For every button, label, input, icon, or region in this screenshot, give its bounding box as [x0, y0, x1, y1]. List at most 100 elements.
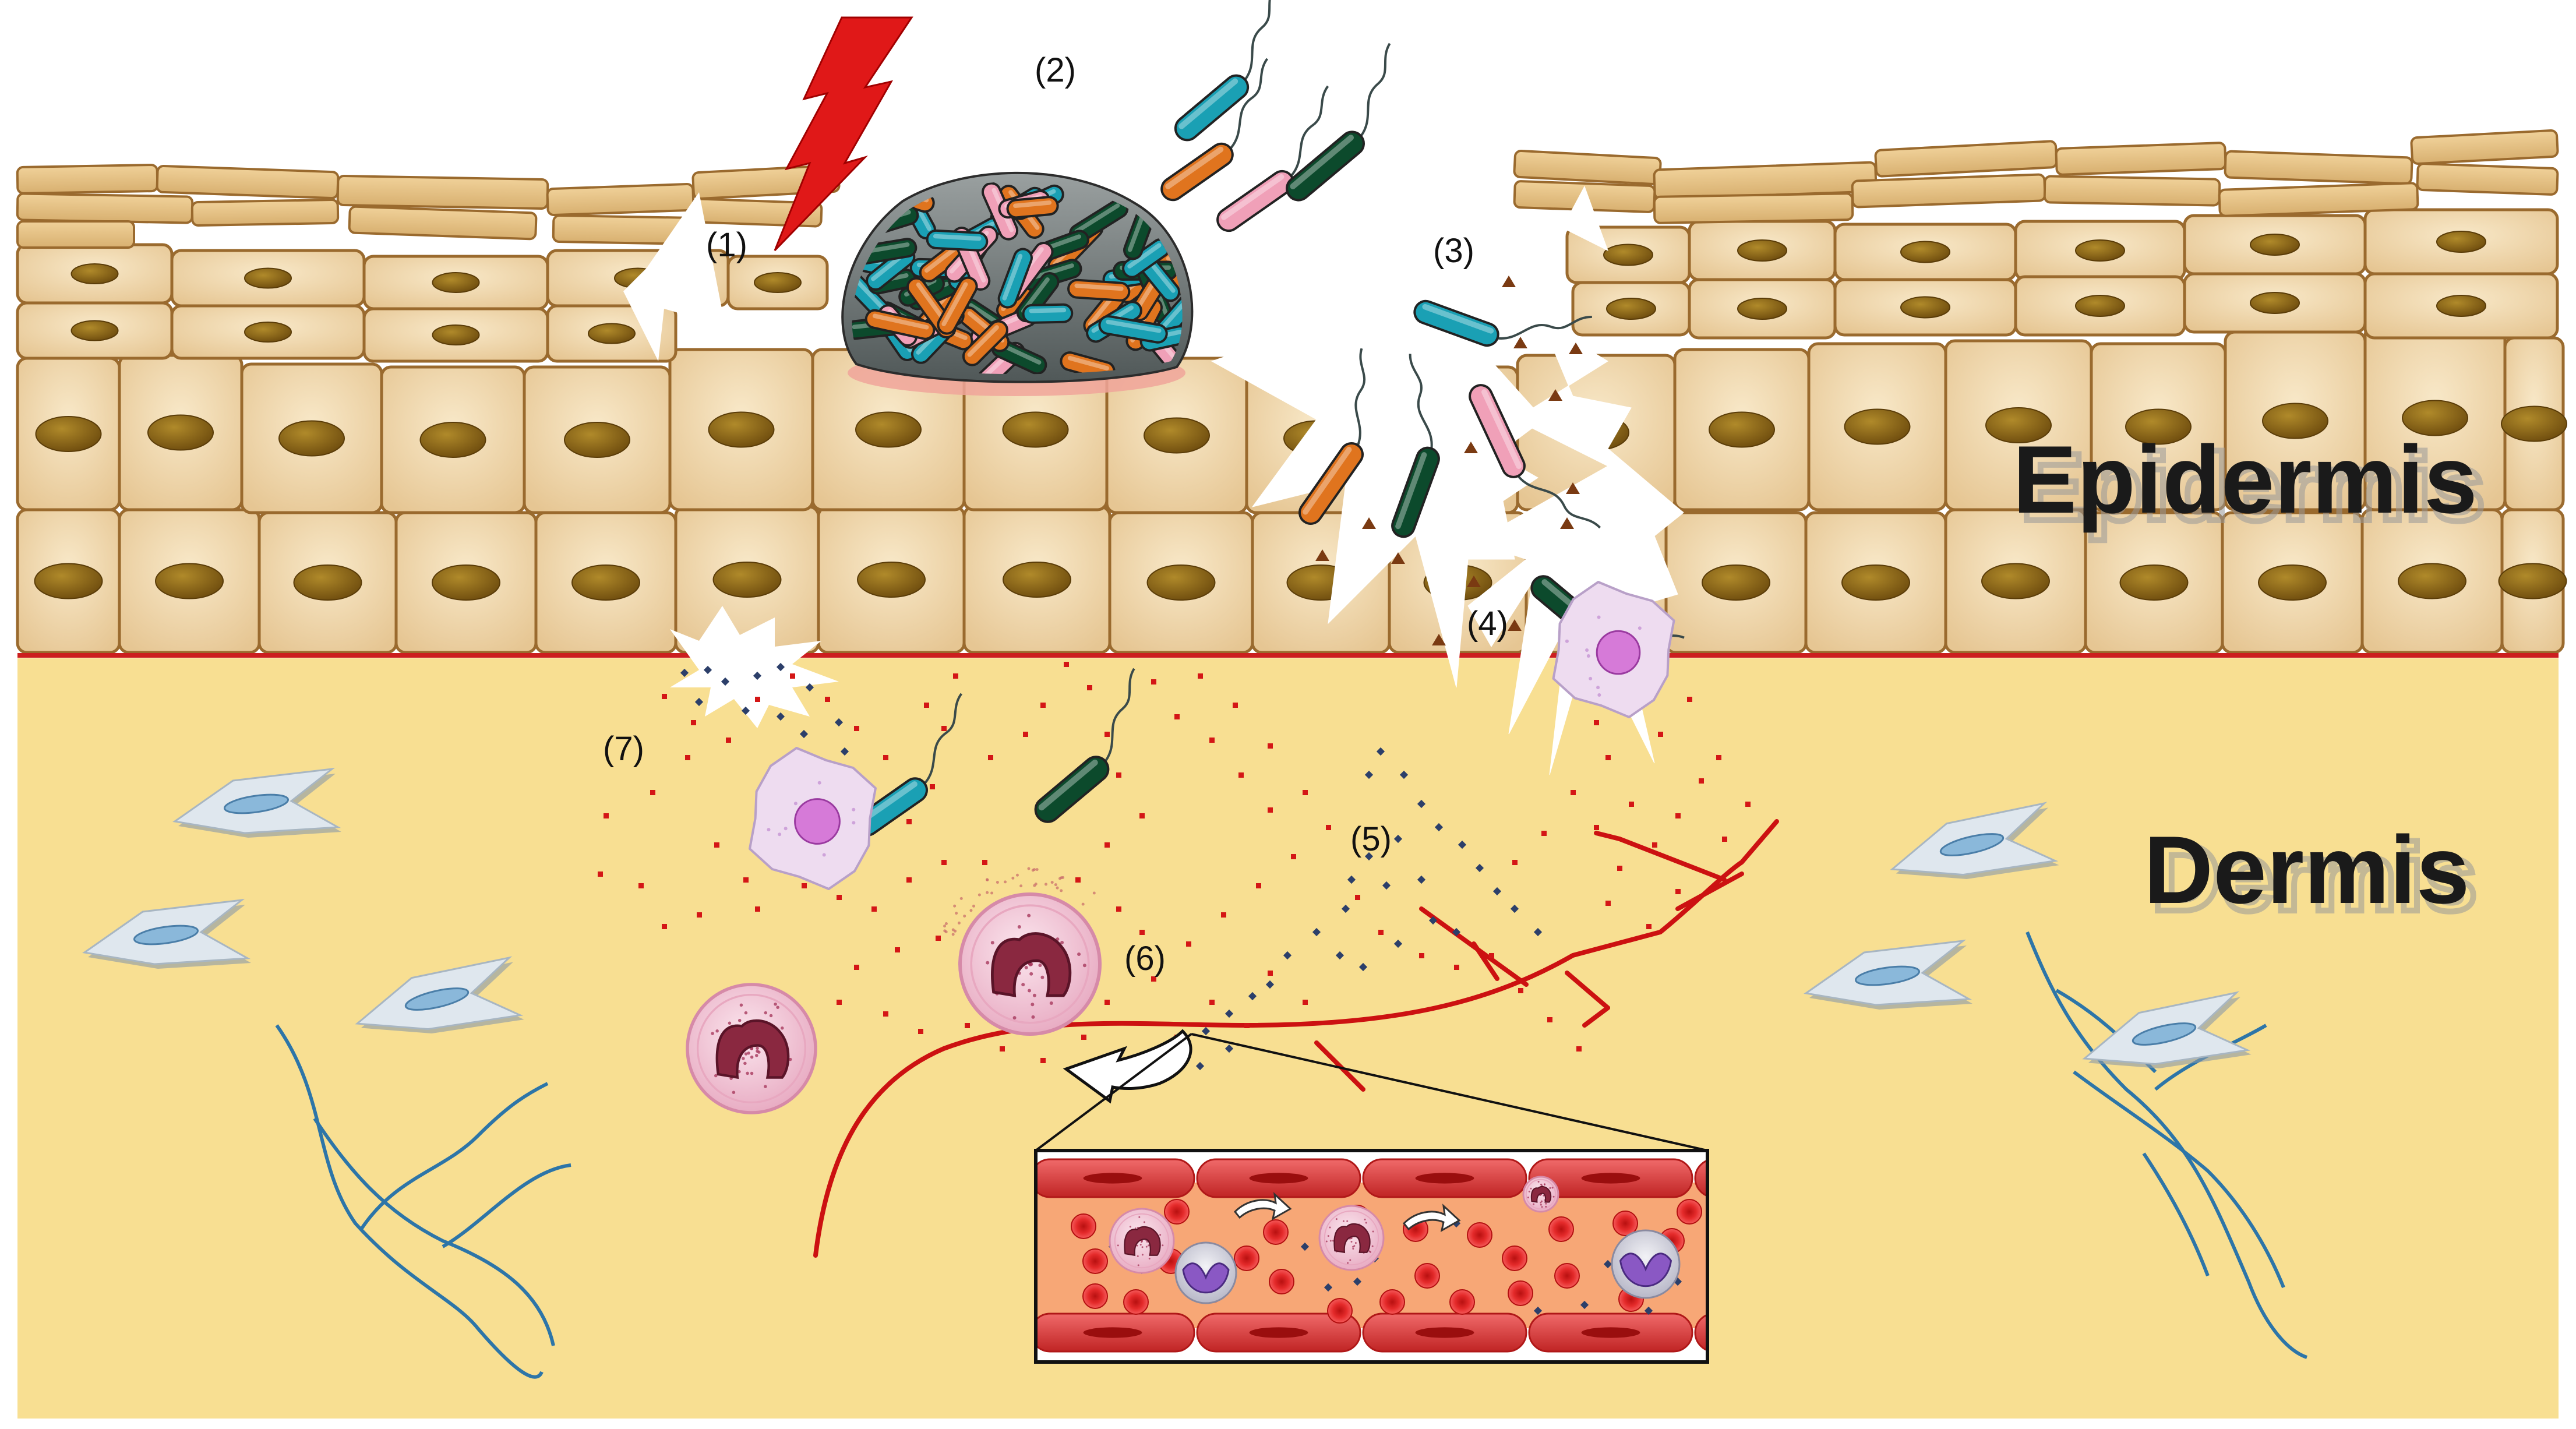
nucleus [2436, 231, 2486, 253]
degranulation-speck [1033, 884, 1036, 887]
chemokine-red-dot [1104, 842, 1110, 848]
degranulation-speck [1081, 902, 1085, 906]
nucleus [419, 422, 486, 458]
endothelial-nucleus [1083, 1173, 1142, 1184]
bacterium-icon [1298, 348, 1366, 525]
biofilm-bacterium [1098, 315, 1168, 344]
chemokine-red-dot [1040, 1058, 1046, 1063]
chemokine-dark-dot [694, 697, 704, 707]
nucleus [293, 564, 362, 601]
neutrophil-icon [1109, 1208, 1175, 1274]
nucleus [244, 267, 292, 289]
chemokine-red-dot [1291, 854, 1296, 859]
endothelial-cell [1196, 1158, 1361, 1198]
nucleus [2436, 295, 2486, 317]
endothelial-nucleus [1415, 1327, 1474, 1338]
chemokine-red-dot [1268, 971, 1273, 976]
cornified-cell [2055, 142, 2227, 176]
nucleus [70, 320, 119, 341]
chemokine-dark-dot [799, 729, 809, 739]
keratinocyte [16, 508, 121, 654]
chemokine-red-dot [1116, 772, 1121, 778]
monocyte-nucleus [1619, 1252, 1672, 1287]
fibroblast-icon [82, 898, 251, 969]
degranulation-speck [955, 912, 958, 915]
keratinocyte [1571, 281, 1691, 337]
dermis-label-shadow: Dermis [2151, 824, 2477, 931]
chemokine-red-dot [1023, 732, 1028, 737]
neutrophil-nucleus [991, 932, 1072, 997]
keratinocyte [534, 511, 677, 654]
chemokine-red-dot [1571, 790, 1576, 795]
nucleus [244, 322, 292, 343]
nucleus [1737, 298, 1787, 320]
nucleus [432, 324, 480, 345]
chemokine-red-dot [1454, 965, 1459, 970]
chemokine-red-dot [1064, 662, 1069, 667]
nucleus [1709, 411, 1775, 448]
degranulation-speck [1050, 881, 1054, 884]
keratinocyte [1807, 342, 1947, 511]
chemokine-red-dot [1268, 743, 1273, 749]
toxin-triangle [1502, 276, 1516, 287]
lightning-injury-icon [774, 16, 913, 252]
chemokine-dark-dot [834, 718, 844, 727]
red-blood-cell-icon [1677, 1199, 1702, 1225]
degranulation-speck [943, 925, 947, 928]
toxin-triangle [1315, 549, 1329, 561]
endothelial-nucleus [1581, 1173, 1640, 1184]
red-blood-cell-icon [1234, 1245, 1259, 1271]
cornified-cell [336, 175, 549, 210]
nucleus [432, 272, 480, 293]
chemokine-red-dot [837, 895, 842, 900]
chemokine-dark-dot [741, 706, 750, 715]
chemokine-red-dot [1675, 889, 1681, 894]
chemokine-red-dot [1075, 877, 1081, 883]
chemokine-red-dot [1355, 895, 1360, 900]
chemokine-red-dot [906, 819, 912, 824]
tissue-damage-burst [1211, 185, 1684, 775]
degranulation-speck [1027, 867, 1031, 870]
degranulation-speck [1015, 873, 1019, 877]
neutrophil-nucleus [715, 1019, 790, 1079]
neutrophil-icon [1318, 1205, 1385, 1271]
wound-wedge [623, 192, 725, 361]
label-step-2: (2) [1035, 51, 1076, 89]
chemokine-red-dot [1139, 813, 1145, 818]
chemokine-red-dot [918, 1029, 923, 1034]
nucleus [708, 411, 775, 448]
fibroblast-nucleus [1855, 965, 1920, 986]
chemokine-red-dot [1512, 860, 1518, 865]
chemokine-red-dot [1221, 912, 1226, 918]
degranulation-speck [1056, 886, 1059, 890]
keratinocyte [16, 357, 121, 511]
chemokine-red-dot [1198, 673, 1203, 679]
fibroblast-icon [1804, 939, 1972, 1010]
flow-arrow-icon [1233, 1192, 1292, 1220]
endothelial-cell [1528, 1312, 1693, 1353]
nucleus [1844, 408, 1911, 445]
keratinocyte [2498, 508, 2567, 654]
chemokine-red-dot [1687, 697, 1692, 702]
biofilm-bacterium [962, 320, 1008, 366]
keratinocyte [1833, 278, 2017, 337]
toxin-triangle [1566, 482, 1580, 494]
endothelial-cell [1694, 1314, 1707, 1352]
chemokine-red-dot [854, 965, 859, 970]
chemokine-red-dot [1104, 732, 1110, 737]
neutrophil-icon [1522, 1176, 1559, 1213]
chemokine-red-dot [1104, 1000, 1110, 1005]
cell-damage-burst [670, 606, 839, 728]
bacterium-icon [1413, 299, 1592, 347]
macrophage-group [749, 581, 1675, 890]
nucleus [754, 272, 802, 293]
nucleus [857, 562, 926, 598]
step-labels: (1) (2) (3) (4) (5) (6) (7) [603, 51, 1508, 978]
chemokine-red-dot [1576, 1046, 1582, 1052]
cornified-cell [190, 198, 340, 227]
toxin-triangle [1560, 517, 1574, 529]
chemokine-red-dot [743, 877, 749, 883]
keratinocyte [1673, 348, 1811, 511]
endothelial-cell [1528, 1158, 1693, 1198]
